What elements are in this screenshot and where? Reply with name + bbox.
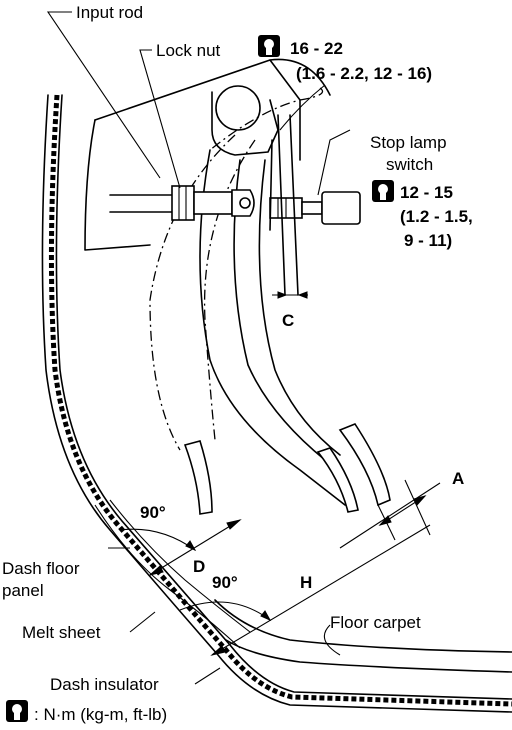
label-dim-h: H [300,573,312,592]
pedal-bracket [84,58,331,251]
torque-wrench-icon [6,700,28,722]
angle-arcs [119,528,272,622]
label-dash-floor-panel-1: Dash floor [2,559,80,578]
input-rod-assembly [109,185,255,221]
dimension-d [148,519,242,576]
label-stop-lamp-torque-alt2: 9 - 11) [404,231,452,250]
melt-sheet [94,499,251,649]
dimension-a [339,479,441,549]
label-dim-c: C [282,311,294,330]
floor-carpet [214,599,512,673]
label-dim-d: D [193,557,205,576]
dimension-c [272,291,308,299]
brake-pedal-arm [199,149,391,513]
label-lock-nut-torque: 16 - 22 [290,39,343,58]
label-stop-lamp-1: Stop lamp [370,133,447,152]
stop-lamp-switch-assembly [269,114,361,296]
label-dash-floor-panel-2: panel [2,581,44,600]
leader-lines [46,11,351,685]
dash-floor-panel [41,94,512,713]
label-angle-upper: 90° [140,503,166,522]
label-melt-sheet: Melt sheet [22,623,101,642]
torque-wrench-icon [372,180,394,202]
label-stop-lamp-torque: 12 - 15 [400,183,453,202]
label-legend-units: : N·m (kg-m, ft-lb) [34,705,167,724]
label-stop-lamp-2: switch [386,155,433,174]
lock-nut-shape [171,185,195,221]
dimension-h [210,524,431,656]
label-lock-nut-torque-alt: (1.6 - 2.2, 12 - 16) [296,64,432,83]
label-lock-nut: Lock nut [156,41,221,60]
torque-wrench-icon [258,35,280,57]
label-dash-insulator: Dash insulator [50,675,159,694]
pedal-depressed-outline [149,87,324,515]
label-angle-lower: 90° [212,573,238,592]
label-dim-a: A [452,469,464,488]
label-stop-lamp-torque-alt1: (1.2 - 1.5, [400,207,473,226]
label-input-rod: Input rod [76,3,143,22]
label-floor-carpet: Floor carpet [330,613,421,632]
pedal-pivot [211,85,279,156]
